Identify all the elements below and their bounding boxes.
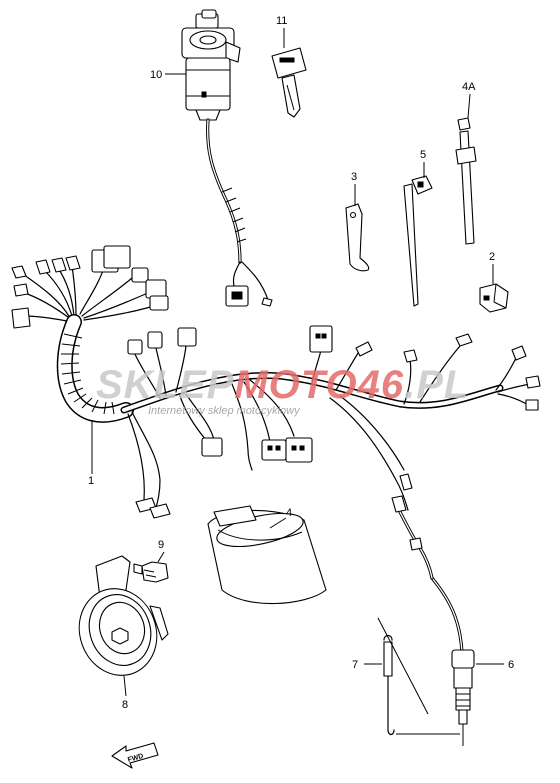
cable-band-4a	[455, 117, 477, 245]
protective-cover	[207, 505, 327, 605]
callout-5: 5	[420, 149, 426, 161]
callout-10: 9	[158, 539, 164, 551]
switch-spring	[377, 617, 460, 736]
callout-4: 4	[286, 507, 292, 519]
callout-4a: 4A	[462, 81, 476, 93]
callout-3: 3	[351, 171, 357, 183]
watermark-brand-moto46: MOTO46	[234, 363, 404, 407]
relay-connector	[479, 283, 509, 313]
wire-clamp	[345, 203, 370, 272]
callout-11: 11	[276, 15, 287, 27]
main-wiring-harness	[11, 245, 541, 580]
callout-1: 1	[88, 475, 94, 487]
watermark-tagline: Internetowy sklep motocyklowy	[148, 405, 301, 417]
forward-direction-arrow: FWD	[111, 742, 159, 769]
watermark: SKLEPMOTO46.PL Internetowy sklep motocyk…	[96, 363, 469, 417]
mounting-bolt	[133, 561, 169, 583]
cable-tie-5	[403, 175, 433, 307]
callout-7: 6	[508, 659, 514, 671]
svg-text:SKLEPMOTO46.PL: SKLEPMOTO46.PL	[96, 363, 469, 407]
callout-8: 7	[352, 659, 358, 671]
callout-9: 8	[122, 699, 128, 711]
callout-labels: 10 11 4A 5 3 2 4 9 1 8 7 6	[88, 15, 514, 711]
callout-2: 2	[489, 251, 495, 263]
watermark-brand-pl: .PL	[404, 363, 469, 407]
ignition-key	[271, 47, 307, 118]
ignition-switch	[181, 9, 273, 307]
leader-lines	[91, 28, 504, 697]
watermark-brand-sklep: SKLEP	[96, 363, 234, 407]
fwd-label: FWD	[127, 753, 144, 764]
rear-brake-switch	[430, 576, 475, 746]
horn	[78, 555, 169, 676]
callout-6: 10	[150, 69, 162, 81]
